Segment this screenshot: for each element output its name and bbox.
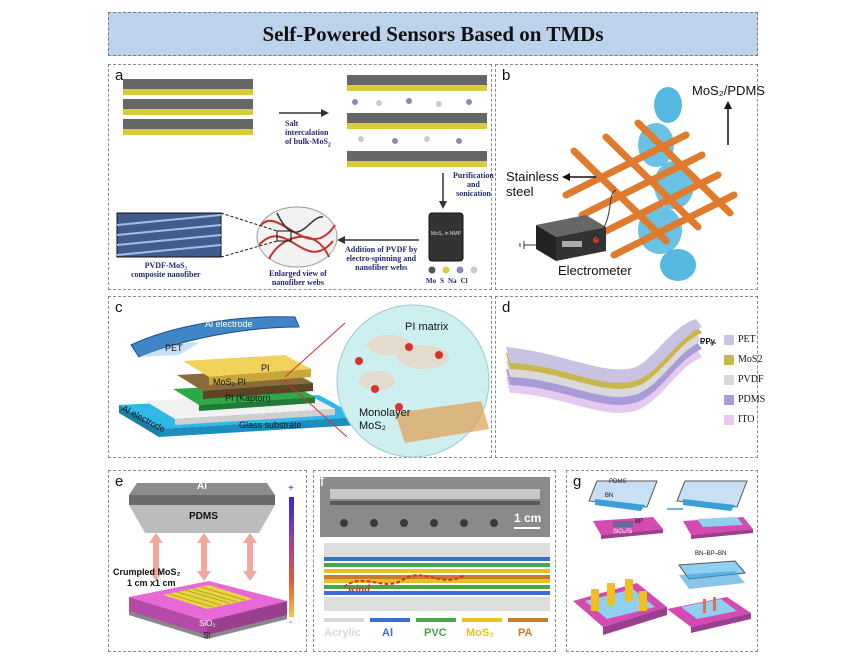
minus-sign: - [289, 617, 293, 628]
legend-ito: ITO [738, 414, 755, 425]
layer-legend-swatches [724, 335, 734, 425]
step-4 [667, 597, 751, 633]
panel-c: c [108, 296, 492, 458]
mos2-pdms-label: MoS₂/PDMS [692, 83, 765, 98]
sio2si-label: SiO₂/Si [613, 529, 633, 535]
salt-label: Salt intercalation of bulk-MoS2 [285, 119, 331, 149]
panel-d: d PPy PET MoS2 PVDF PDMS ITO [495, 296, 765, 458]
sio2-label: SiO₂ [199, 619, 216, 628]
bn-label: BN [605, 493, 614, 499]
purification-arrow [439, 173, 447, 209]
crumpled-label: Crumpled MoS₂ 1 cm x1 cm [113, 567, 181, 588]
device-stack [119, 355, 359, 437]
vial [428, 212, 464, 262]
material-legend-bars [324, 618, 548, 622]
bulk-mos2-layers [123, 79, 253, 135]
legend-pa: PA [518, 627, 533, 639]
pvdf-label: Addition of PVDF by electro-spinning and… [345, 245, 418, 272]
bp-label: BP [635, 519, 644, 525]
color-bar [289, 497, 294, 617]
steel-arrow [562, 173, 596, 181]
pet-label: PET [165, 343, 183, 353]
panel-label-b: b [502, 67, 511, 84]
contact-arrows [149, 533, 257, 581]
pdms-label-g: PDMS [609, 479, 627, 485]
mos2-pi-device-diagram [119, 304, 490, 458]
al-pdms-plate [129, 483, 275, 533]
legend-al: Al [382, 627, 393, 639]
pi-matrix-circle [336, 304, 490, 458]
electrometer-label: Electrometer [558, 263, 632, 278]
pdms-label: PDMS [189, 511, 218, 522]
step-3 [678, 560, 746, 589]
flexible-stack-diagram [506, 319, 734, 425]
pi-label: PI [261, 363, 270, 373]
monolayer-label: Monolayer MoS₂ [359, 407, 411, 432]
atom-legend [428, 266, 478, 274]
final-device [573, 579, 667, 635]
pi-matrix-label: PI matrix [405, 321, 449, 333]
panel-g: g [566, 470, 758, 652]
title-bar: Self-Powered Sensors Based on TMDs [108, 12, 758, 56]
panel-label-d: d [502, 299, 511, 316]
panel-label-c: c [115, 299, 123, 316]
enlarged-label: Enlarged view of nanofiber webs [269, 269, 327, 287]
pet-film [130, 316, 300, 358]
salt-arrow [279, 109, 329, 117]
al-top-label: Al electrode [205, 319, 253, 329]
panel-e: e [108, 470, 307, 652]
substrate [129, 581, 287, 639]
legend-mos2: MoS₂ [466, 627, 495, 639]
legend-mos2: MoS2 [738, 354, 763, 365]
panel-a: a [108, 64, 494, 290]
legend-pdms: PDMS [738, 394, 766, 405]
stack-label: BN–BP–BN [695, 551, 727, 557]
mos2-pi-label: MoS₂ PI [213, 377, 247, 387]
mos2-arrow [724, 101, 732, 145]
glass-label: Glass substrate [239, 420, 302, 430]
mos2-exfoliation-diagram [116, 75, 487, 274]
nanofiber-web [256, 206, 338, 268]
sem-photo [320, 477, 550, 537]
intercalated-mos2-layers [347, 75, 487, 167]
vial-label: MoS₂ in NMP [431, 231, 462, 237]
composite-label: PVDF-MoS₂ composite nanofiber [131, 261, 201, 279]
stainless-steel-mesh-diagram [519, 87, 738, 281]
page-title: Self-Powered Sensors Based on TMDs [262, 21, 604, 46]
panel-label-g: g [573, 473, 582, 490]
legend-pvc: PVC [424, 627, 447, 639]
crumpled-mos2-diagram [129, 483, 294, 639]
plus-sign: + [288, 483, 294, 494]
purification-label: Purification and sonication [453, 171, 494, 198]
composite-nanofiber [116, 212, 278, 258]
heterostructure-assembly-diagram [573, 480, 753, 635]
wind-label: wind [348, 583, 371, 595]
ppy-label: PPy [700, 337, 716, 346]
bent-layers [506, 319, 716, 413]
wind-sensor-diagram [320, 477, 550, 622]
steel-label: Stainless steel [506, 169, 559, 199]
legend-pvdf: PVDF [738, 374, 764, 385]
zoom-lines [284, 322, 348, 438]
device-schematic [324, 543, 550, 611]
legend-acrylic: Acrylic [324, 627, 361, 639]
al-label: Al [197, 481, 207, 492]
panel-label-f: f [320, 473, 325, 490]
panel-label-a: a [115, 67, 124, 84]
step-1 [588, 480, 663, 539]
pvdf-arrow [337, 236, 419, 244]
panel-f: f 1 cm wind Acrylic Al PVC MoS₂ PA [313, 470, 556, 652]
panel-label-e: e [115, 473, 124, 490]
step-2 [676, 480, 753, 539]
scale-bar-label: 1 cm [514, 511, 542, 525]
panel-b: b [495, 64, 765, 290]
kapton-label: PI (Kapton) [225, 393, 271, 403]
steel-mesh [562, 119, 738, 259]
electrometer-device [519, 189, 617, 261]
legend-pet: PET [738, 334, 756, 345]
si-label: Si [203, 631, 211, 640]
